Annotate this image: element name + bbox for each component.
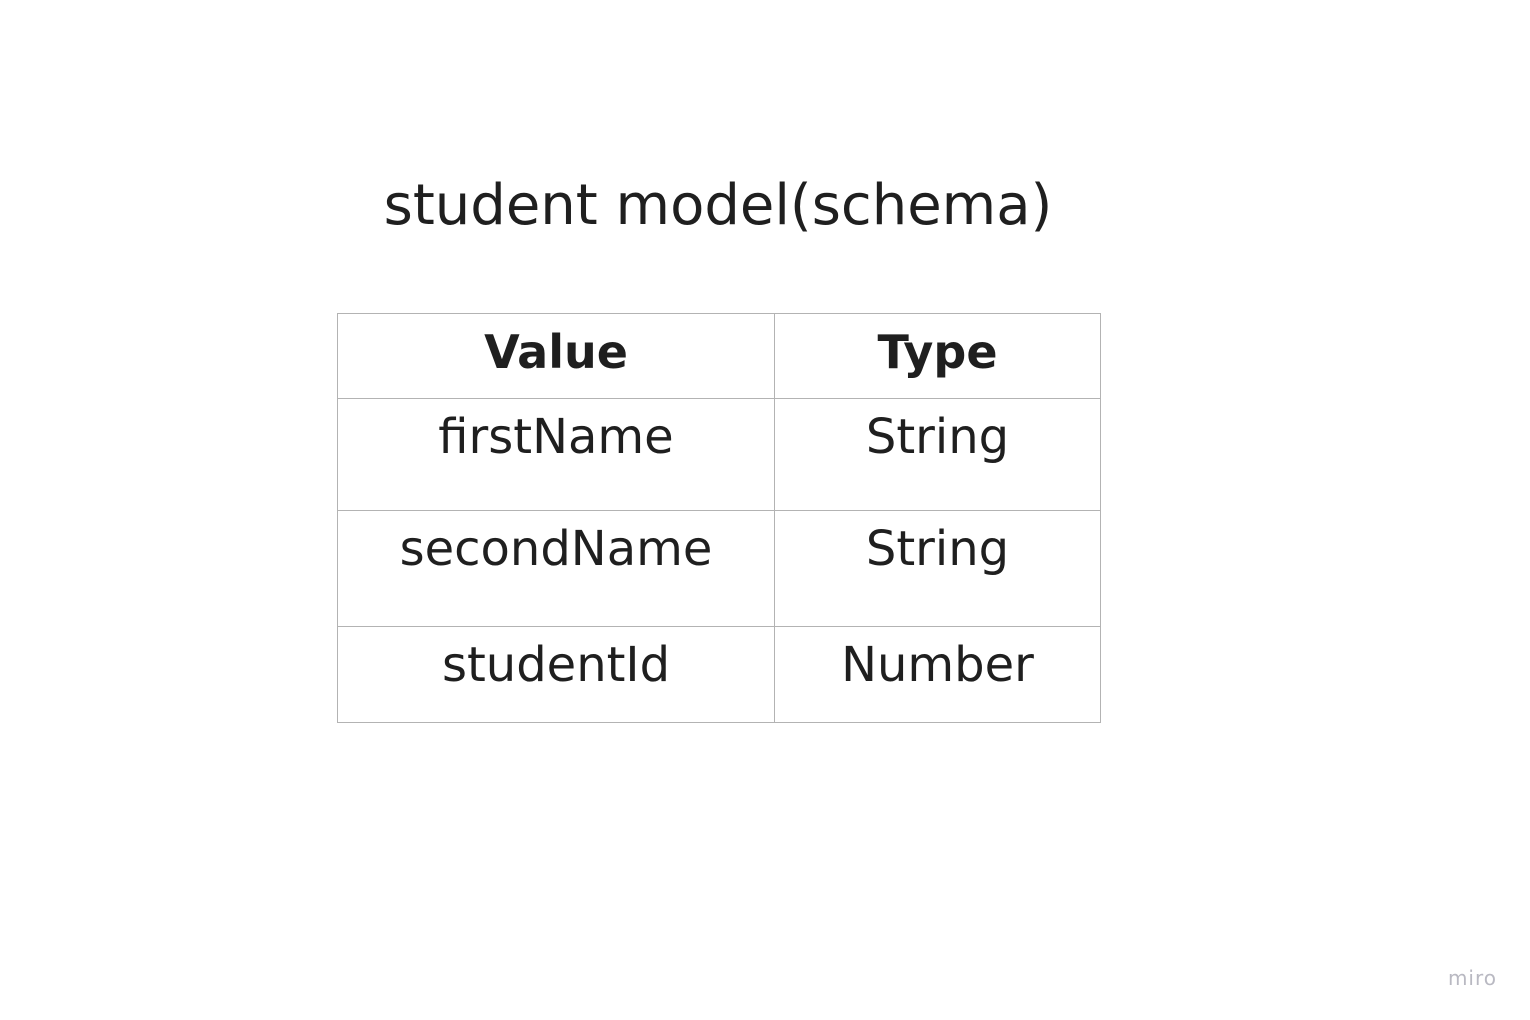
table-row: secondName String (337, 510, 1101, 627)
cell-type: String (774, 510, 1101, 627)
table-row: firstName String (337, 398, 1101, 511)
schema-table: Value Type firstName String secondName S… (337, 313, 1101, 723)
diagram-title: student model(schema) (383, 173, 1053, 238)
cell-value: secondName (337, 510, 775, 627)
header-value: Value (337, 313, 775, 399)
miro-watermark: miro (1447, 966, 1497, 990)
table-header-row: Value Type (337, 313, 1101, 399)
table-row: studentId Number (337, 626, 1101, 723)
cell-value: studentId (337, 626, 775, 723)
header-type: Type (774, 313, 1101, 399)
cell-type: String (774, 398, 1101, 511)
cell-value: firstName (337, 398, 775, 511)
cell-type: Number (774, 626, 1101, 723)
